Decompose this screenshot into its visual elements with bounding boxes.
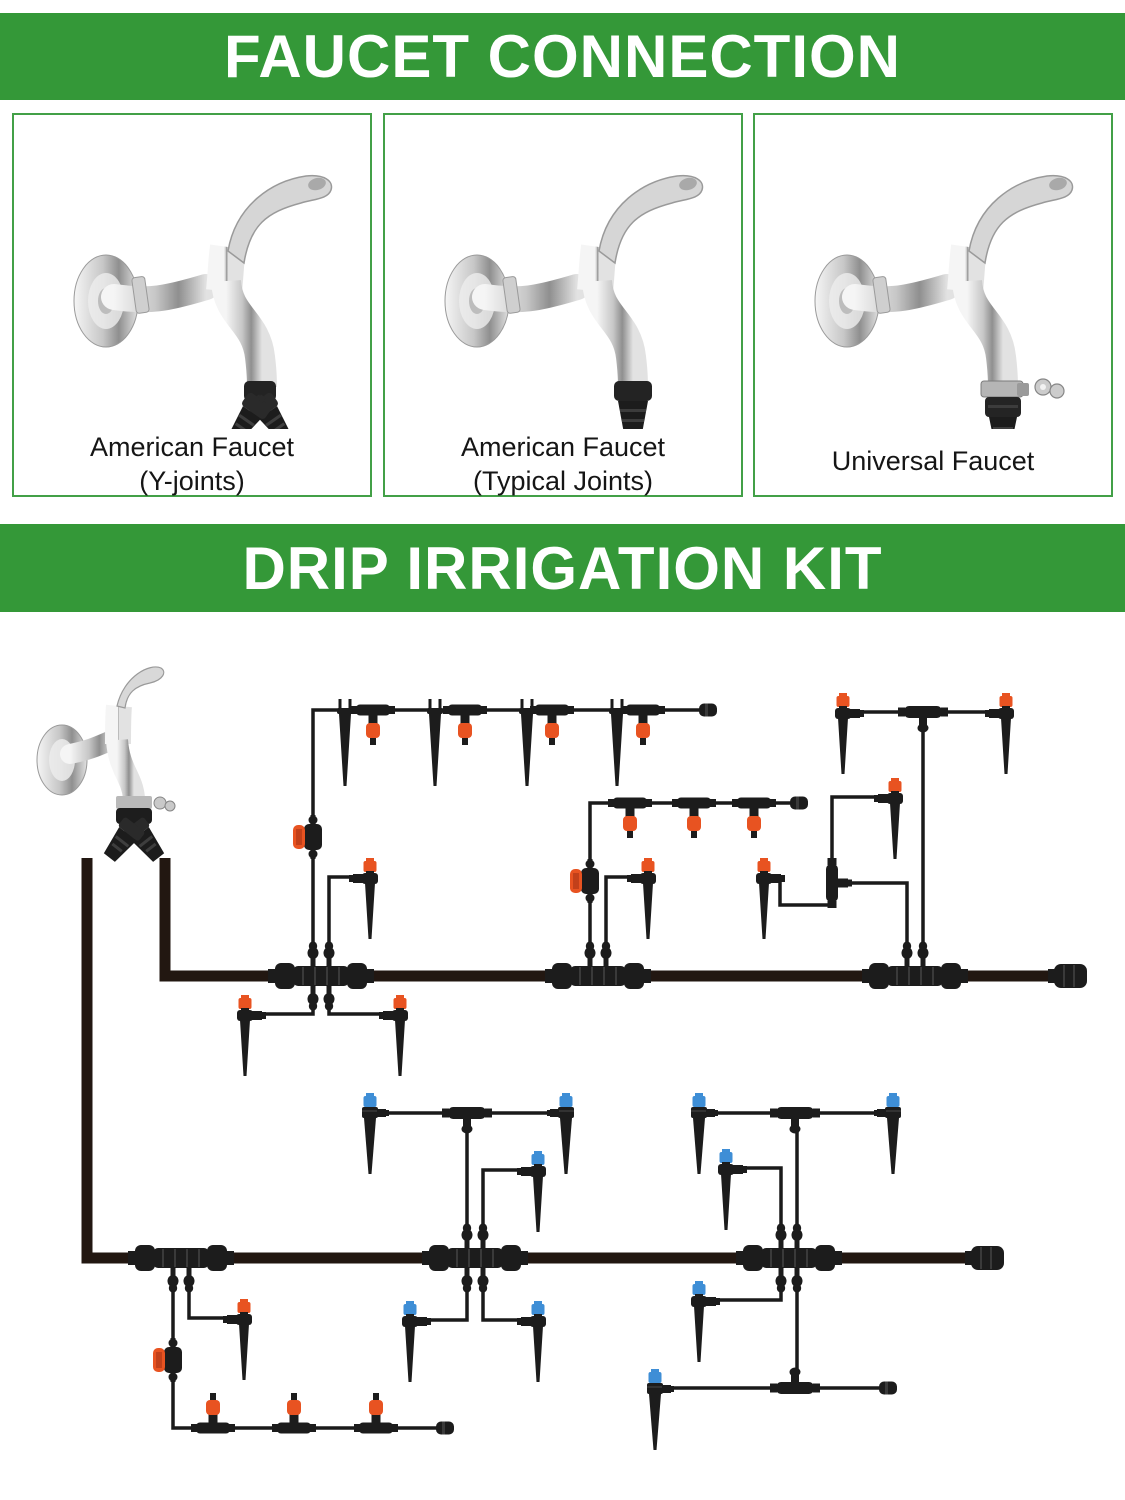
- main-tube: [159, 858, 288, 982]
- tee-connector: [442, 1107, 492, 1134]
- elbow-dripper-stake: [691, 1281, 720, 1362]
- product-box-american-faucet-y-joints: American Faucet (Y-joints): [12, 113, 372, 497]
- drip-irrigation-kit-banner: DRIP IRRIGATION KIT: [0, 524, 1125, 612]
- manifold-connector: [862, 941, 968, 989]
- end-cap: [965, 1246, 1004, 1270]
- faucet-illustration: [444, 174, 704, 429]
- micro-dripper-tee: [672, 797, 716, 838]
- product-box-universal-faucet: Universal Faucet: [753, 113, 1113, 497]
- elbow-dripper-stake: [874, 778, 903, 859]
- faucet-y-joints-illustration: [73, 174, 333, 429]
- drip-tube: [588, 801, 790, 868]
- product-label-line2: (Y-joints): [139, 465, 245, 496]
- drip-tube: [711, 1288, 783, 1302]
- drip-tube: [846, 881, 909, 946]
- elbow-dripper-stake: [985, 693, 1014, 774]
- product-box-american-faucet-typical: American Faucet (Typical Joints): [383, 113, 743, 497]
- elbow-dripper-stake: [835, 693, 864, 774]
- elbow-dripper-stake: [237, 995, 266, 1076]
- elbow-dripper-stake: [517, 1301, 546, 1382]
- end-plug: [436, 1421, 454, 1435]
- drip-tube: [738, 1166, 783, 1228]
- clamp-and-adapter: [980, 378, 1065, 429]
- hose-adapter: [614, 381, 652, 429]
- micro-dripper-tee: [351, 704, 395, 745]
- drip-tube: [422, 1288, 469, 1322]
- drip-irrigation-kit-title: DRIP IRRIGATION KIT: [242, 534, 883, 602]
- drip-tube: [171, 1373, 438, 1430]
- elbow-dripper-stake: [223, 1299, 252, 1380]
- product-label: American Faucet (Y-joints): [14, 431, 370, 499]
- product-label-line1: American Faucet: [89, 432, 295, 462]
- elbow-dripper-stake: [379, 995, 408, 1076]
- tube-stake-holder: [427, 699, 443, 786]
- drip-tube: [187, 1288, 232, 1320]
- manifold-connector: [422, 1223, 528, 1293]
- micro-dripper-tee: [191, 1393, 235, 1434]
- main-tube: [81, 858, 146, 1264]
- drip-system-layout: [36, 666, 1087, 1450]
- product-label-line1: Universal Faucet: [831, 446, 1035, 476]
- micro-dripper-tee: [272, 1393, 316, 1434]
- tee-connector: [898, 706, 948, 733]
- end-plug: [699, 703, 717, 717]
- end-cap: [1048, 964, 1087, 988]
- product-label-line1: American Faucet: [460, 432, 666, 462]
- manifold-connector: [736, 1223, 842, 1293]
- micro-dripper-tee: [608, 797, 652, 838]
- butterfly-key-icon: [1034, 378, 1065, 399]
- inline-tee-connector: [826, 858, 852, 908]
- micro-dripper-tee: [621, 704, 665, 745]
- shutoff-valve: [153, 1338, 182, 1382]
- product-label: Universal Faucet: [755, 445, 1111, 479]
- micro-dripper-tee: [354, 1393, 398, 1434]
- vertical-dripper-stake: [547, 1093, 574, 1174]
- elbow-dripper-stake: [517, 1151, 546, 1232]
- faucet-universal-illustration: [814, 174, 1074, 429]
- vertical-dripper-stake: [691, 1093, 718, 1174]
- vertical-dripper-stake: [362, 1093, 389, 1174]
- tee-connector: [770, 1107, 820, 1134]
- elbow-dripper-stake: [718, 1149, 747, 1230]
- faucet-connection-banner: FAUCET CONNECTION: [0, 13, 1125, 100]
- micro-dripper-tee: [732, 797, 776, 838]
- elbow-dripper-stake: [349, 858, 378, 939]
- drip-tube: [604, 875, 636, 946]
- y-splitter: [227, 381, 293, 429]
- drip-tube: [481, 1168, 526, 1228]
- micro-dripper-tee: [443, 704, 487, 745]
- faucet-diagram: [36, 666, 176, 862]
- shutoff-valve: [293, 815, 322, 859]
- faucet-typical-illustration: [444, 174, 704, 429]
- manifold-connector: [268, 941, 374, 1011]
- drip-tube: [327, 875, 358, 946]
- elbow-dripper-stake: [756, 858, 785, 939]
- elbow-dripper-stake: [402, 1301, 431, 1382]
- main-tubing: [81, 858, 1056, 1264]
- product-label-line2: (Typical Joints): [472, 465, 654, 496]
- manifold-connector: [545, 941, 651, 989]
- distribution-tubing: [171, 708, 994, 1430]
- micro-dripper-tee: [530, 704, 574, 745]
- vertical-dripper-stake: [874, 1093, 901, 1174]
- faucet-illustration: [814, 174, 1074, 429]
- end-plug: [790, 796, 808, 810]
- shutoff-valve: [570, 859, 599, 903]
- drip-tube: [481, 1288, 526, 1322]
- faucet-illustration: [73, 174, 333, 429]
- drip-tube: [778, 877, 832, 907]
- end-plug: [879, 1381, 897, 1395]
- vertical-dripper-stake: [647, 1369, 674, 1450]
- elbow-dripper-stake: [627, 858, 656, 939]
- tube-stake-holder: [337, 699, 353, 786]
- faucet-connection-title: FAUCET CONNECTION: [224, 23, 901, 90]
- manifold-connector: [128, 1245, 234, 1293]
- product-label: American Faucet (Typical Joints): [385, 431, 741, 499]
- drip-tube: [830, 795, 884, 860]
- tee-connector: [770, 1367, 820, 1394]
